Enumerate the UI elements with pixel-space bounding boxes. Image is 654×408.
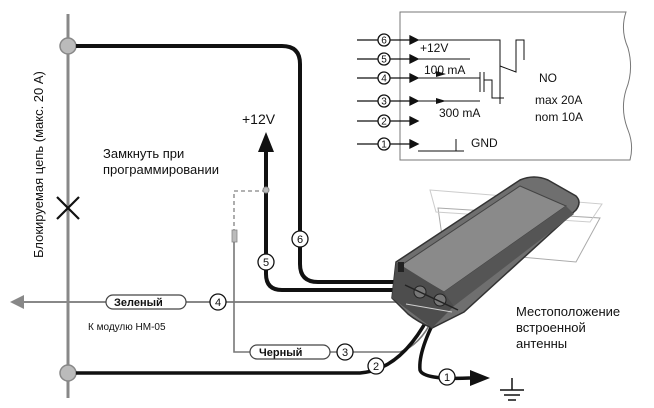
schematic-nom: nom 10A <box>535 110 583 124</box>
pin-3-label: 3 <box>381 97 387 108</box>
wire-5-plus12: +12V <box>242 111 400 292</box>
antenna-label-line3: антенны <box>516 336 567 351</box>
antenna-label-line1: Местоположение <box>516 304 620 319</box>
short-note-line1: Замкнуть при <box>103 146 184 161</box>
arrow-left-icon <box>10 295 24 309</box>
pin-2-label: 2 <box>381 117 387 128</box>
schematic-inset: 6 5 4 3 2 1 +12V 100 mA 300 mA NO max 20… <box>357 11 633 161</box>
arrow-up-icon <box>258 132 274 152</box>
black-wire-tag <box>249 344 331 360</box>
schematic-no: NO <box>539 71 557 85</box>
wire-2-number: 2 <box>373 361 379 373</box>
junction-bottom <box>59 364 77 382</box>
wire-number-bubbles: 6 5 4 3 2 1 <box>209 230 456 386</box>
module-device: Местоположение встроенной антенны <box>391 176 620 351</box>
green-wire-label: Зеленый <box>114 297 163 309</box>
schematic-gnd: GND <box>471 136 498 150</box>
wire-2 <box>76 317 430 375</box>
cut-mark-icon <box>56 196 80 220</box>
module-note: К модулю HM-05 <box>88 322 166 333</box>
antenna-label-line2: встроенной <box>516 320 586 335</box>
green-wire-tag <box>105 294 187 310</box>
schematic-current-300: 300 mA <box>439 106 480 120</box>
pin-6-label: 6 <box>381 36 387 47</box>
junction-top <box>59 37 77 55</box>
pin-1-label: 1 <box>381 140 387 151</box>
short-note-line2: программировании <box>103 162 219 177</box>
wire-4-number: 4 <box>215 297 221 309</box>
programming-jumper: Замкнуть при программировании <box>103 146 270 243</box>
wire-6 <box>76 44 400 284</box>
blocked-circuit: Блокируемая цепь (макс. 20 А) <box>31 14 80 398</box>
plus12-label: +12V <box>242 111 276 127</box>
black-wire-label: Черный <box>259 347 302 359</box>
schematic-current-100: 100 mA <box>424 63 465 77</box>
pin-4-label: 4 <box>381 74 387 85</box>
wire-5-number: 5 <box>263 257 269 269</box>
wire-3-number: 3 <box>342 347 348 359</box>
wire-4-green: Зеленый К модулю HM-05 <box>10 294 400 333</box>
blocked-circuit-label: Блокируемая цепь (макс. 20 А) <box>31 71 46 258</box>
wire-6-number: 6 <box>297 234 303 246</box>
schematic-plus12: +12V <box>420 41 448 55</box>
arrow-right-icon <box>470 370 490 386</box>
ground-icon <box>500 378 524 401</box>
pin-5-label: 5 <box>381 55 387 66</box>
schematic-max: max 20A <box>535 93 582 107</box>
wire-1-number: 1 <box>444 372 450 384</box>
